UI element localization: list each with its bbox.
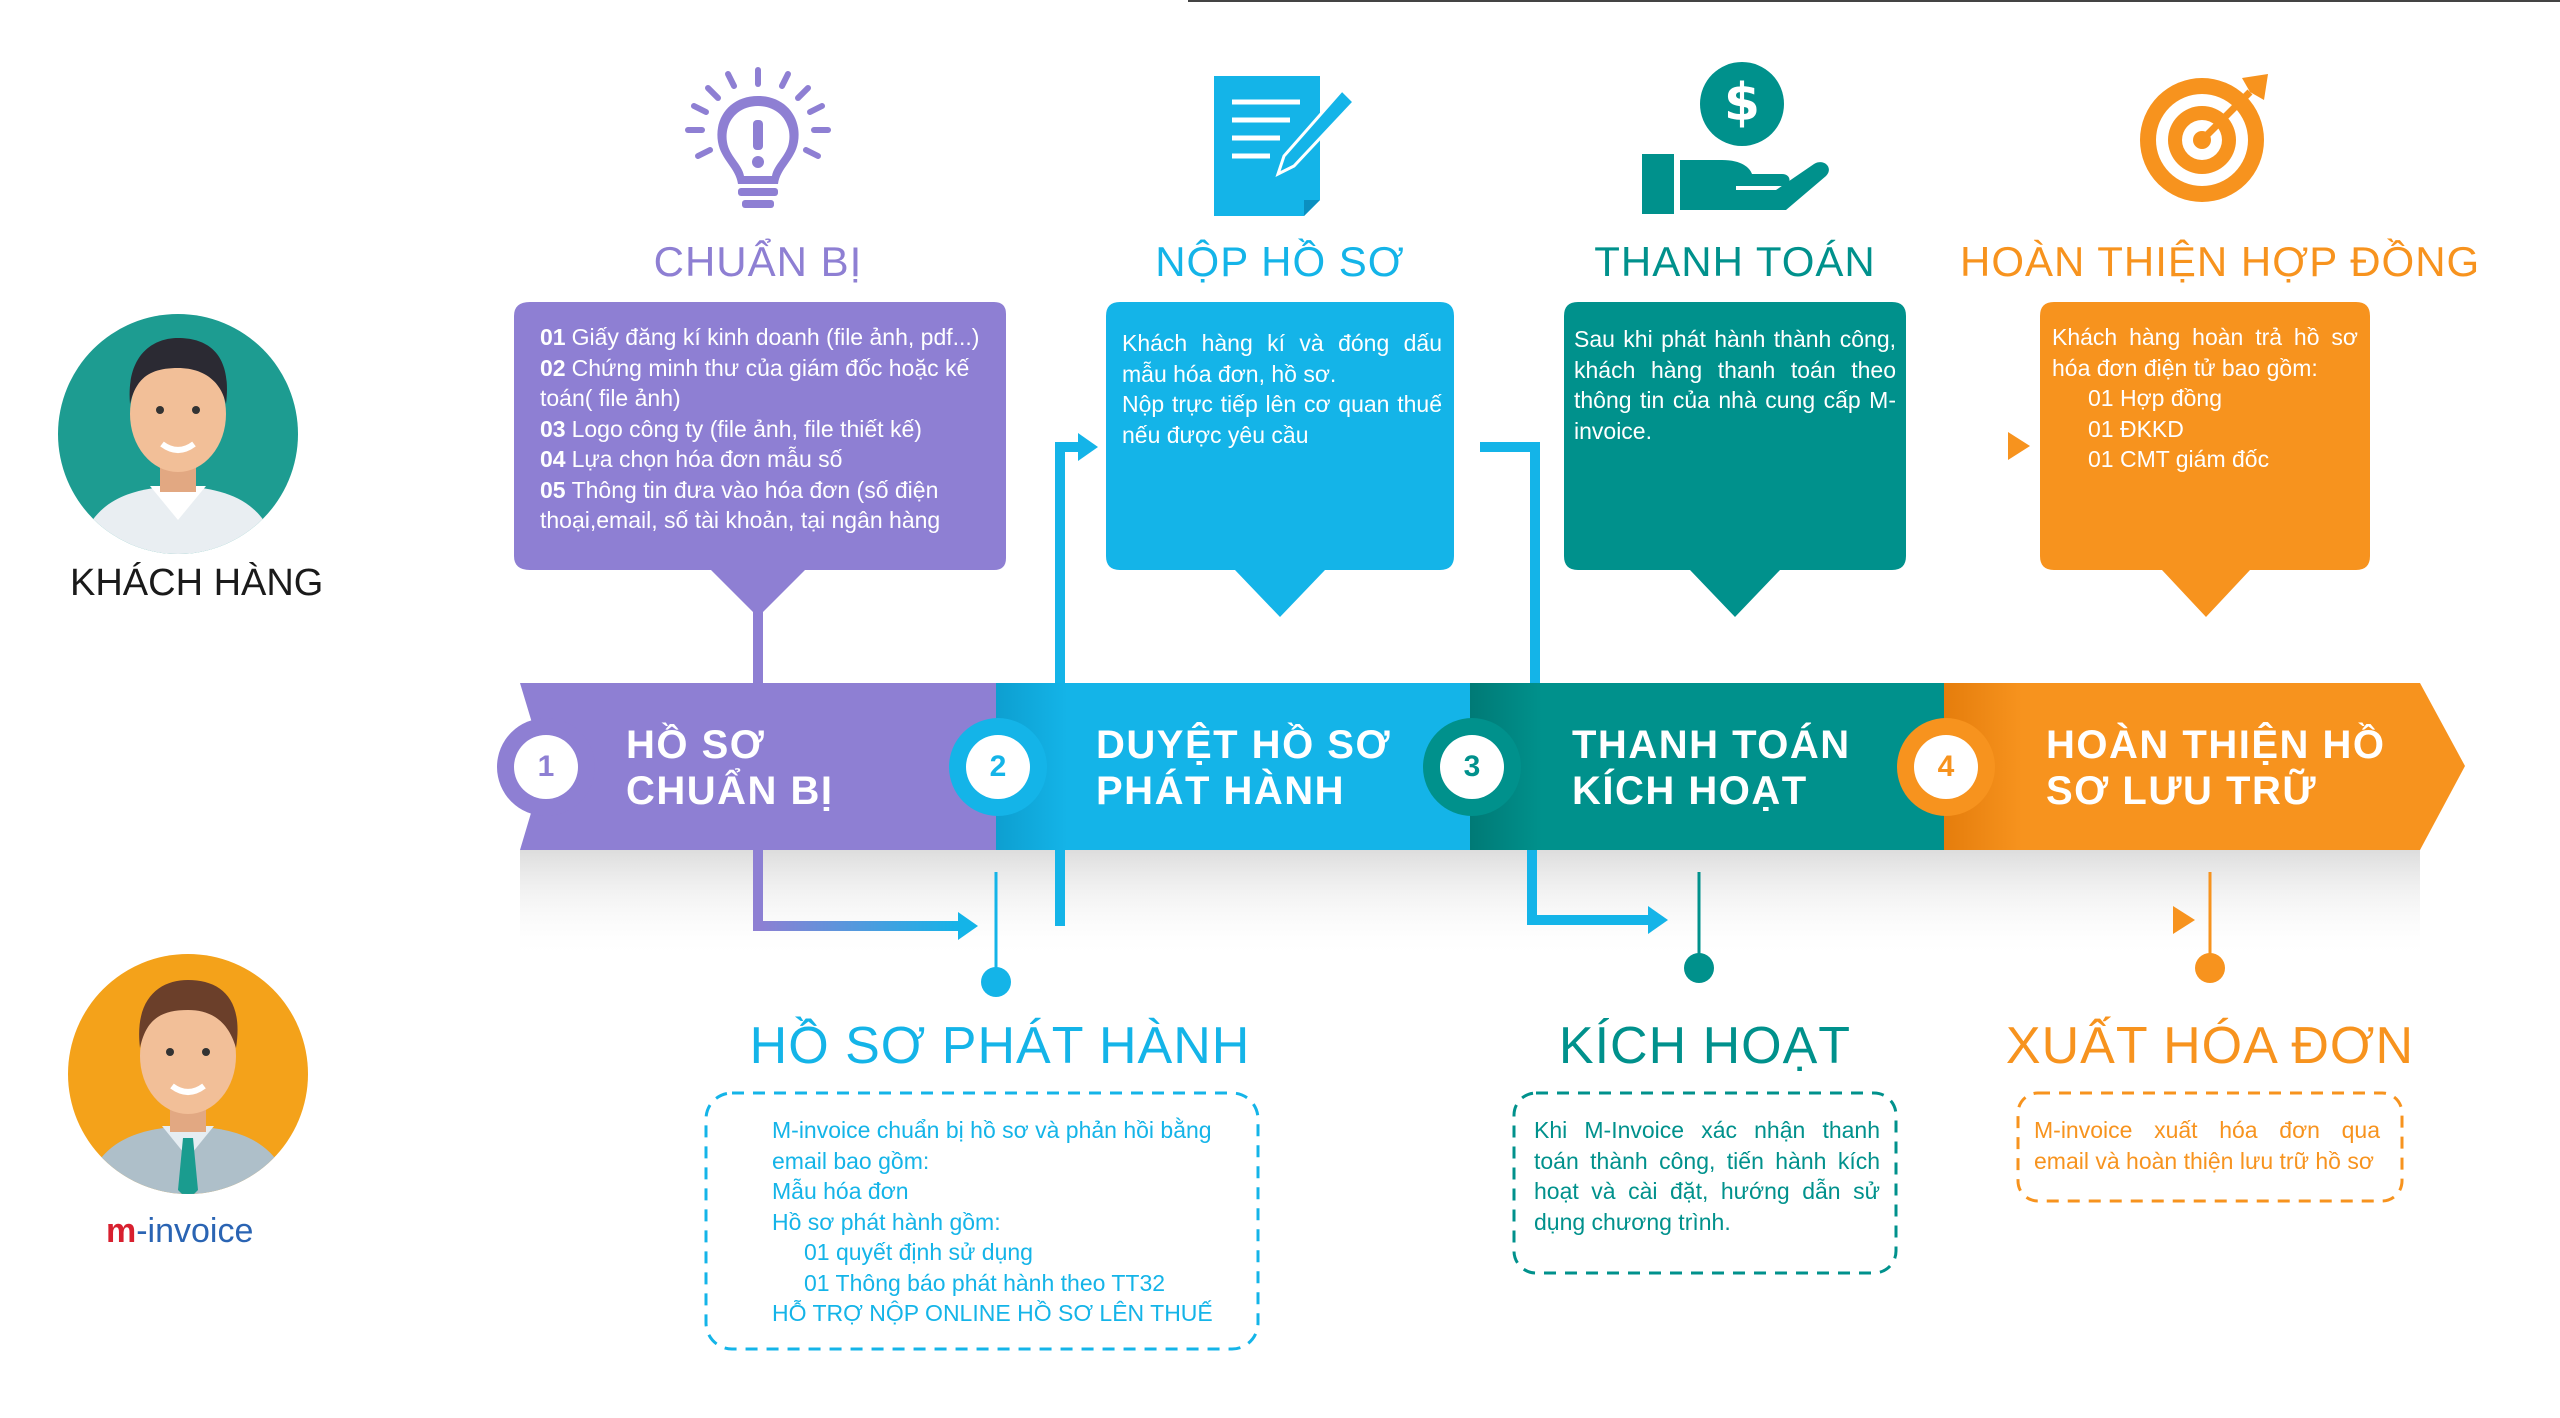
- stage-number-2: 2: [966, 735, 1030, 799]
- dashed-box-issue: [704, 1091, 1260, 1351]
- arrow-head-purple: [958, 912, 978, 940]
- callout-box-submit: [1106, 302, 1454, 617]
- export-line-1: M-invoice xuất hóa đơn qua email và hoàn…: [2034, 1117, 2380, 1174]
- stage-number-3: 3: [1440, 735, 1504, 799]
- brand-m: m: [106, 1212, 137, 1250]
- issue-line-6: HỖ TRỢ NỘP ONLINE HỒ SƠ LÊN THUẾ: [772, 1300, 1213, 1326]
- stage-label-4-line2: SƠ LƯU TRỮ: [2046, 769, 2318, 813]
- stage-label-4-line1: HOÀN THIỆN HỒ: [2046, 723, 2386, 767]
- stage-label-1: HỒ SƠ CHUẨN BỊ: [626, 722, 834, 814]
- hand-money-icon: $: [1642, 62, 1829, 214]
- band-segment-3: [1470, 683, 1948, 850]
- pin-dot-3: [2195, 953, 2225, 983]
- issue-line-5: 01 Thông báo phát hành theo TT32: [804, 1269, 1166, 1296]
- arrow-head-teal: [1648, 906, 1668, 934]
- pin-dot-1: [981, 967, 1011, 997]
- callout-box-complete: [2040, 302, 2370, 617]
- customer-label: KHÁCH HÀNG: [70, 562, 324, 604]
- bottom-title-issue: HỒ SƠ PHÁT HÀNH: [749, 1017, 1251, 1075]
- submit-line-2: Nộp trực tiếp lên cơ quan thuế nếu được …: [1122, 391, 1442, 448]
- stage-label-3: THANH TOÁN KÍCH HOẠT: [1572, 722, 1851, 814]
- payment-box-text: Sau khi phát hành thành công, khách hàng…: [1574, 324, 1896, 446]
- connector-teal-bottom: [1527, 850, 1650, 925]
- pin-dot-2: [1684, 953, 1714, 983]
- brand-invoice: -invoice: [136, 1212, 254, 1250]
- issue-line-3: Hồ sơ phát hành gồm:: [772, 1208, 1001, 1235]
- avatar-customer: [58, 314, 298, 554]
- complete-box-text: Khách hàng hoàn trả hồ sơ hóa đơn điện t…: [2052, 322, 2358, 475]
- complete-line-4: 01 CMT giám đốc: [2088, 446, 2270, 472]
- stage-label-1-line2: CHUẨN BỊ: [626, 769, 834, 813]
- top-title-prepare: CHUẨN BỊ: [653, 238, 863, 285]
- complete-line-2: 01 Hợp đồng: [2088, 385, 2223, 411]
- stage-number-1: 1: [514, 735, 578, 799]
- arrow-head-orange-bottom: [2173, 906, 2195, 934]
- issue-box-text: M-invoice chuẩn bị hồ sơ và phản hồi bằn…: [772, 1115, 1240, 1329]
- callout-box-payment: [1564, 302, 1906, 617]
- lightbulb-icon: [685, 67, 831, 208]
- band-segment-2: [996, 683, 1474, 850]
- svg-text:$: $: [1724, 73, 1760, 133]
- complete-line-3: 01 ĐKKD: [2088, 415, 2184, 442]
- top-title-complete: HOÀN THIỆN HỢP ĐỒNG: [1960, 238, 2481, 285]
- stage-label-2: DUYỆT HỒ SƠ PHÁT HÀNH: [1096, 722, 1391, 814]
- bottom-title-export: XUẤT HÓA ĐƠN: [2005, 1017, 2415, 1075]
- payment-line-1: Sau khi phát hành thành công, khách hàng…: [1574, 326, 1896, 444]
- band-segment-4: [1944, 683, 2465, 850]
- complete-line-1: Khách hàng hoàn trả hồ sơ hóa đơn điện t…: [2052, 324, 2358, 381]
- activate-line-1: Khi M-Invoice xác nhận thanh toán thành …: [1534, 1117, 1880, 1235]
- connector-blue-teal: [1480, 442, 1540, 690]
- stage-label-2-line1: DUYỆT HỒ SƠ: [1096, 723, 1392, 767]
- issue-line-4: 01 quyết định sử dụng: [804, 1239, 1033, 1265]
- stage-label-4: HOÀN THIỆN HỒ SƠ LƯU TRỮ: [2046, 722, 2386, 814]
- connector-purple-bottom: [753, 850, 960, 931]
- stage-number-4: 4: [1914, 735, 1978, 799]
- target-icon: [2140, 74, 2268, 202]
- export-box-text: M-invoice xuất hóa đơn qua email và hoàn…: [2034, 1115, 2380, 1176]
- band-shadow: [520, 850, 2420, 960]
- bottom-title-activate: KÍCH HOẠT: [1558, 1017, 1852, 1075]
- callout-box-prepare: [514, 302, 1006, 617]
- arrow-head-blue: [1078, 433, 1098, 461]
- dashed-box-activate: [1512, 1091, 1898, 1275]
- dashed-box-export: [2016, 1091, 2404, 1203]
- provider-brand: m-invoice: [106, 1212, 253, 1251]
- activate-box-text: Khi M-Invoice xác nhận thanh toán thành …: [1534, 1115, 1880, 1237]
- submit-line-1: Khách hàng kí và đóng dấu mẫu hóa đơn, h…: [1122, 330, 1442, 387]
- arrow-head-orange-top: [2008, 432, 2030, 460]
- stage-label-2-line2: PHÁT HÀNH: [1096, 769, 1346, 813]
- top-title-submit: NỘP HỒ SƠ: [1155, 238, 1405, 285]
- issue-line-1: M-invoice chuẩn bị hồ sơ và phản hồi bằn…: [772, 1117, 1212, 1174]
- avatar-provider: [68, 954, 308, 1194]
- band-segment-1: [520, 683, 1000, 850]
- stage-label-1-line1: HỒ SƠ: [626, 723, 766, 767]
- issue-line-2: Mẫu hóa đơn: [772, 1178, 909, 1204]
- submit-box-text: Khách hàng kí và đóng dấu mẫu hóa đơn, h…: [1122, 328, 1442, 450]
- top-title-payment: THANH TOÁN: [1594, 238, 1876, 285]
- stage-label-3-line1: THANH TOÁN: [1572, 723, 1851, 767]
- document-pen-icon: [1214, 76, 1357, 216]
- stage-label-3-line2: KÍCH HOẠT: [1572, 769, 1808, 813]
